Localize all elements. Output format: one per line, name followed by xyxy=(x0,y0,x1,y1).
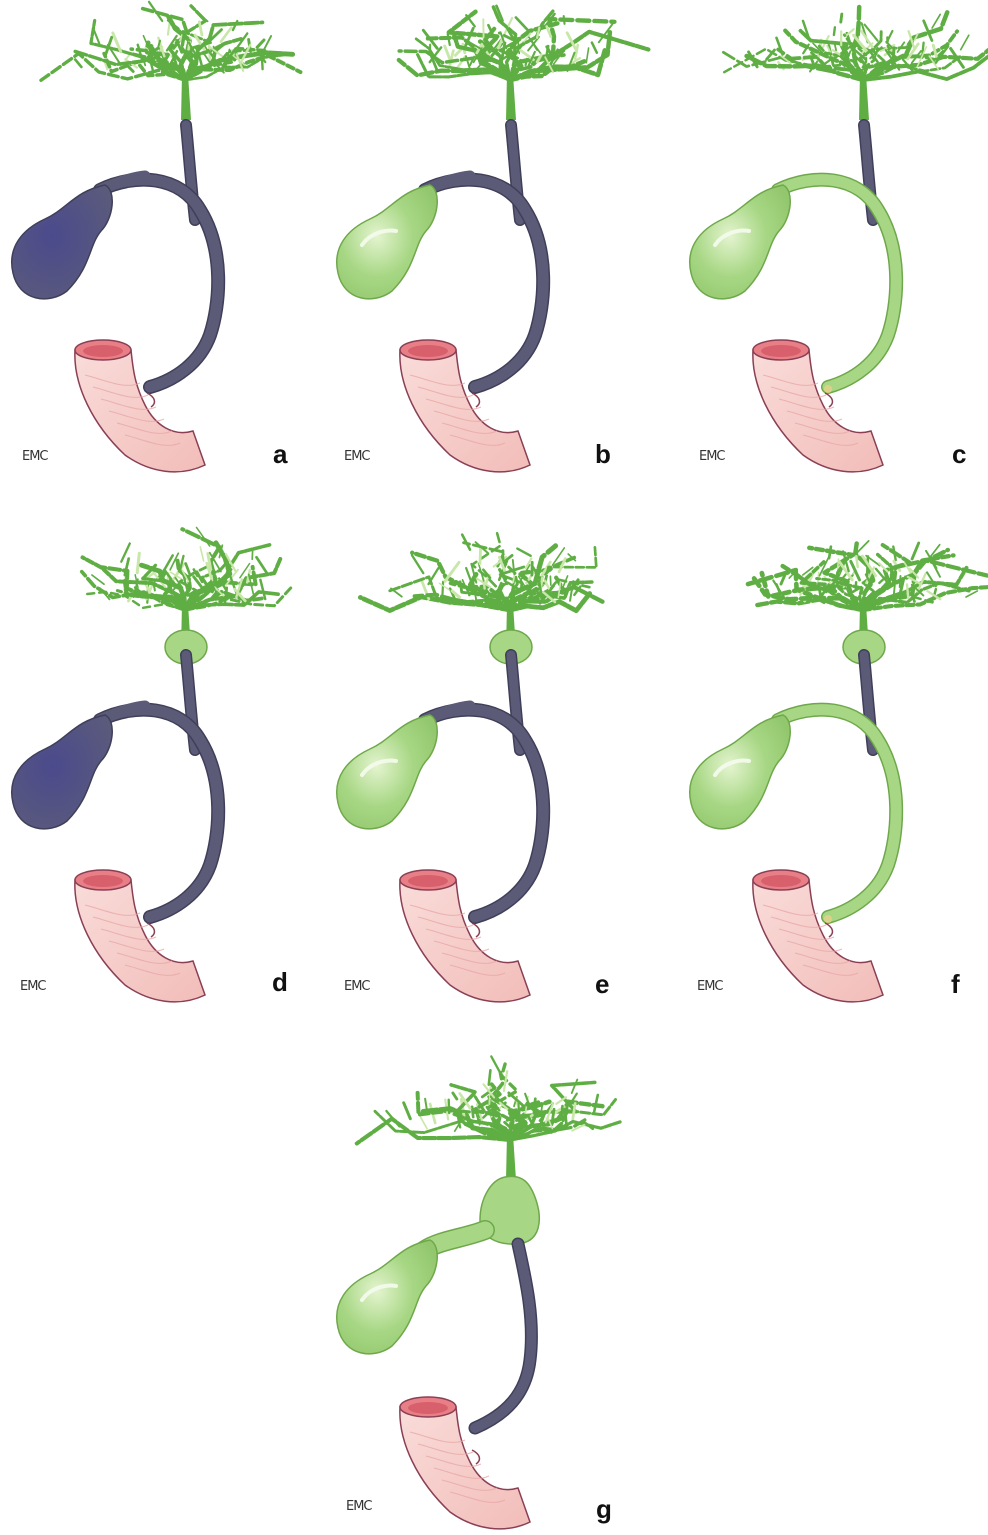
duodenum xyxy=(400,1397,530,1529)
gallbladder xyxy=(337,185,438,299)
panel-e: EMC e xyxy=(330,535,650,1025)
panel-label-a: a xyxy=(273,441,287,467)
emc-watermark: EMC xyxy=(22,450,48,463)
panel-label-g: g xyxy=(596,1496,612,1522)
emc-watermark: EMC xyxy=(20,980,46,993)
emc-watermark: EMC xyxy=(344,450,370,463)
gallbladder xyxy=(337,1240,438,1354)
emc-watermark: EMC xyxy=(697,980,723,993)
panel-d: EMC d xyxy=(5,535,325,1025)
emc-watermark: EMC xyxy=(344,980,370,993)
gallbladder xyxy=(690,715,791,829)
papilla xyxy=(825,393,832,407)
panel-g: EMC g xyxy=(330,1040,650,1530)
biliary-illustration-e xyxy=(330,535,650,1025)
panel-label-e: e xyxy=(595,971,609,997)
panel-a: EMC a xyxy=(5,5,325,495)
gallbladder xyxy=(337,715,438,829)
panel-c: EMC c xyxy=(683,5,988,495)
gallbladder xyxy=(12,185,113,299)
panel-label-f: f xyxy=(951,971,960,997)
papilla xyxy=(825,923,832,937)
panel-label-d: d xyxy=(272,969,288,995)
intrahepatic-ducts xyxy=(357,1056,622,1180)
intrahepatic-ducts xyxy=(360,531,602,650)
papilla xyxy=(147,393,154,407)
panel-label-b: b xyxy=(595,441,611,467)
papilla xyxy=(472,393,479,407)
panel-f: EMC f xyxy=(683,535,988,1025)
intrahepatic-ducts xyxy=(399,6,649,120)
emc-watermark: EMC xyxy=(699,450,725,463)
papilla xyxy=(472,923,479,937)
biliary-illustration-d xyxy=(5,535,325,1025)
intrahepatic-ducts xyxy=(41,2,301,120)
biliary-illustration-a xyxy=(5,5,325,495)
biliary-illustration-b xyxy=(330,5,650,495)
biliary-illustration-f xyxy=(683,535,988,1025)
gallbladder xyxy=(12,715,113,829)
common-bile-duct xyxy=(475,1244,531,1428)
papilla xyxy=(472,1450,479,1464)
gallbladder xyxy=(690,185,791,299)
papilla xyxy=(147,923,154,937)
emc-watermark: EMC xyxy=(346,1500,372,1513)
panel-label-c: c xyxy=(952,441,966,467)
biliary-illustration-c xyxy=(683,5,988,495)
intrahepatic-ducts xyxy=(723,7,988,120)
panel-b: EMC b xyxy=(330,5,650,495)
biliary-illustration-g xyxy=(330,1040,650,1530)
